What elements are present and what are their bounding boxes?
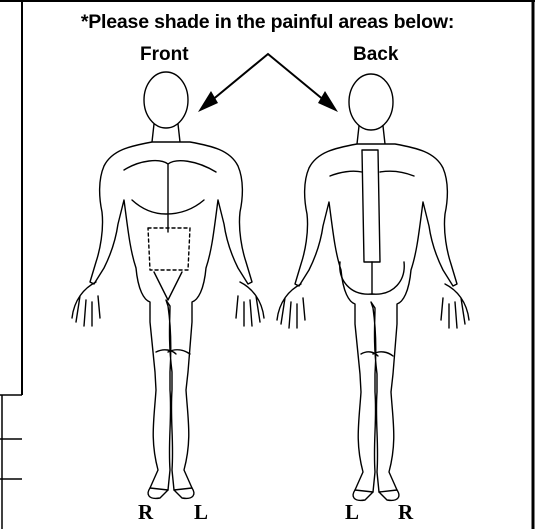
back-view-label: Back (353, 44, 398, 66)
front-left-side-label: L (194, 500, 208, 525)
body-front-icon (72, 72, 264, 498)
back-left-side-label: L (345, 500, 359, 525)
body-back-icon (277, 74, 469, 500)
arrow-down-icon (205, 54, 331, 106)
instruction-heading: *Please shade in the painful areas below… (0, 11, 535, 34)
arrow-left-head-icon (198, 91, 218, 112)
front-right-side-label: R (138, 500, 153, 525)
back-right-side-label: R (398, 500, 413, 525)
arrow-right-head-icon (318, 91, 338, 112)
front-view-label: Front (140, 44, 189, 66)
